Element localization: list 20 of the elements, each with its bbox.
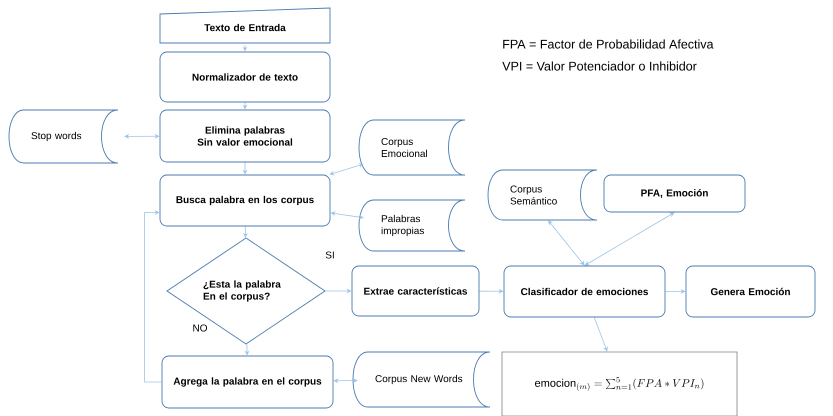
process-box: Clasificador de emociones [504, 266, 666, 318]
process-box: PFA, Emoción [604, 174, 746, 212]
edge-label: SI [324, 250, 336, 260]
legend-note: FPA = Factor de Probabilidad Afectiva [503, 39, 714, 49]
process-box: Elimina palabras Sin valor emocional [160, 110, 330, 162]
input-box: Texto de Entrada [160, 8, 330, 44]
formula-box: $\mathrm{emocion}_{(m)}=\textstyle\sum_{n=1}^{5}(FPA*VPI_{n})$ [502, 352, 738, 416]
process-box: Normalizador de texto [160, 52, 330, 102]
edge-label: NO [192, 323, 208, 333]
arrow [144, 210, 162, 382]
data-store: Corpus New Words [352, 352, 490, 408]
process-box: Genera Emoción [686, 266, 816, 318]
process-box: Extrae características [352, 266, 480, 316]
data-store: Corpus Emocional [358, 120, 466, 176]
process-box: Agrega la palabra en el corpus [162, 356, 334, 408]
process-box: Busca palabra en los corpus [160, 174, 330, 226]
data-store: Corpus Semántico [488, 170, 598, 220]
legend-note: VPI = Valor Potenciador o Inhibidor [502, 61, 697, 71]
data-store: Stop words [8, 110, 118, 164]
data-store: Palabras impropias [358, 200, 466, 252]
